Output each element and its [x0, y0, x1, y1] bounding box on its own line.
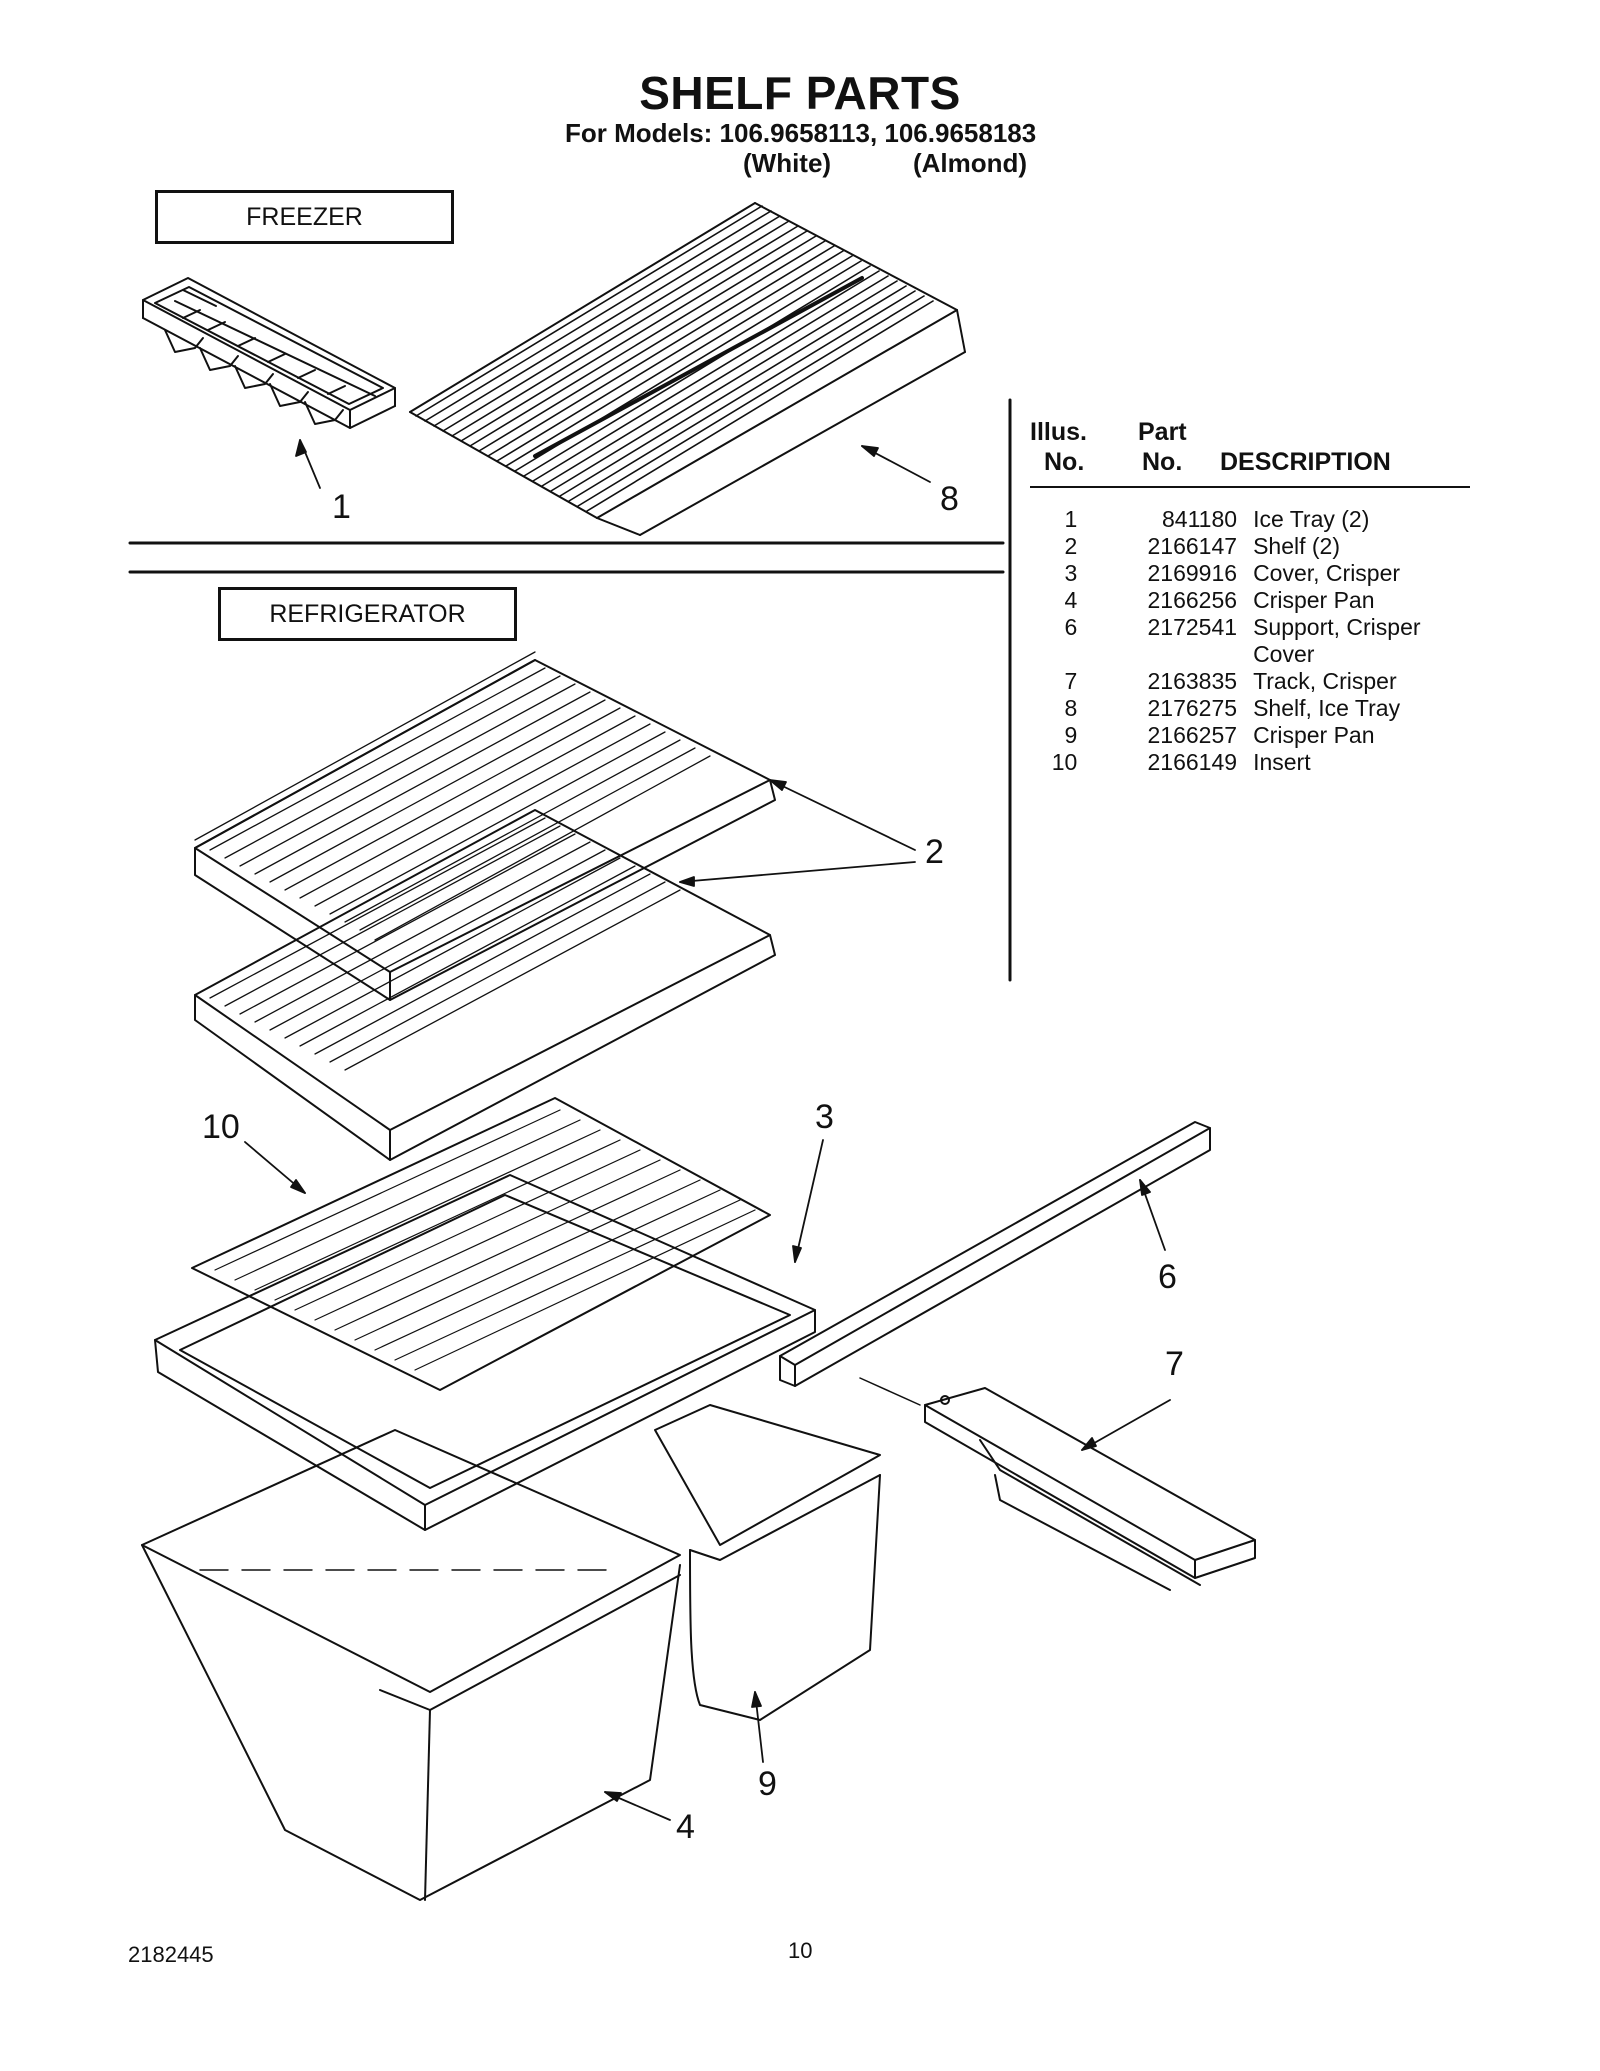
illus-no: 3 [1064, 560, 1078, 586]
part-no: 2169916 [1147, 560, 1238, 586]
description: Ice Tray (2) [1253, 506, 1370, 532]
part-no: 2172541 [1147, 614, 1238, 640]
table-row: 10 2166149 Insert [1030, 749, 1470, 776]
callout-8: 8 [940, 480, 959, 518]
table-row: 9 2166257 Crisper Pan [1030, 722, 1470, 749]
header-illus-top: Illus. [1030, 418, 1087, 446]
description: Insert [1253, 749, 1311, 775]
table-row: 4 2166256 Crisper Pan [1030, 587, 1470, 614]
crisper-insert-drawing [191, 1097, 771, 1391]
table-row: 8 2176275 Shelf, Ice Tray [1030, 695, 1470, 722]
crisper-cover-support-drawing [779, 1121, 1211, 1387]
illus-no: 9 [1064, 722, 1078, 748]
description: Crisper Pan [1253, 587, 1375, 613]
part-no: 2166149 [1147, 749, 1238, 775]
freezer-section-label: FREEZER [155, 190, 454, 244]
part-no: 2166257 [1147, 722, 1238, 748]
table-row: 3 2169916 Cover, Crisper [1030, 560, 1470, 587]
header-illus-bottom: No. [1044, 448, 1085, 476]
illus-no: 1 [1064, 506, 1078, 532]
description-continued: Cover [1253, 641, 1315, 667]
table-row: 7 2163835 Track, Crisper [1030, 668, 1470, 695]
crisper-pan-large-drawing [141, 1429, 681, 1901]
part-no: 2166256 [1147, 587, 1238, 613]
wire-ice-tray-shelf-drawing [409, 202, 966, 536]
description: Cover, Crisper [1253, 560, 1401, 586]
table-row: 6 2172541 Support, Crisper [1030, 614, 1470, 641]
table-row: 2 2166147 Shelf (2) [1030, 533, 1470, 560]
description: Shelf, Ice Tray [1253, 695, 1401, 721]
description: Track, Crisper [1253, 668, 1397, 694]
callout-7: 7 [1165, 1345, 1184, 1383]
illus-no: 7 [1064, 668, 1078, 694]
crisper-track-drawing [859, 1377, 1256, 1591]
header-part-top: Part [1138, 418, 1187, 446]
color-white-label: (White) [743, 148, 832, 178]
part-no: 841180 [1162, 506, 1238, 532]
part-no: 2163835 [1147, 668, 1238, 694]
page-title: SHELF PARTS [639, 67, 961, 119]
callout-3: 3 [815, 1098, 834, 1136]
description: Shelf (2) [1253, 533, 1340, 559]
ice-tray-drawing [142, 277, 396, 429]
callout-9: 9 [758, 1765, 777, 1803]
callout-2: 2 [925, 833, 944, 871]
parts-table: Illus. No. Part No. DESCRIPTION 1 841180… [1030, 418, 1470, 775]
models-line: For Models: 106.9658113, 106.9658183 [565, 118, 1037, 148]
illus-no: 6 [1064, 614, 1078, 640]
header-rule [1030, 486, 1470, 488]
lower-shelf-drawing [194, 809, 776, 1161]
crisper-pan-small-drawing [654, 1404, 881, 1721]
illus-no: 10 [1051, 749, 1078, 775]
refrigerator-section-label: REFRIGERATOR [218, 587, 517, 641]
table-row-continuation: Cover [1030, 641, 1470, 668]
parts-table-header: Illus. No. Part No. DESCRIPTION [1030, 418, 1470, 488]
upper-shelf-drawing [194, 651, 776, 1001]
illus-no: 2 [1064, 533, 1078, 559]
part-no: 2176275 [1147, 695, 1238, 721]
callout-6: 6 [1158, 1258, 1177, 1296]
illus-no: 8 [1064, 695, 1078, 721]
callout-10: 10 [202, 1108, 240, 1146]
header-description: DESCRIPTION [1220, 448, 1391, 476]
header-part-bottom: No. [1142, 448, 1183, 476]
color-almond-label: (Almond) [913, 148, 1028, 178]
part-no: 2166147 [1147, 533, 1238, 559]
parts-table-rows: 1 841180 Ice Tray (2) 2 2166147 Shelf (2… [1030, 506, 1470, 776]
table-row: 1 841180 Ice Tray (2) [1030, 506, 1470, 533]
description: Crisper Pan [1253, 722, 1375, 748]
crisper-cover-drawing [154, 1174, 816, 1531]
leader-arrows [244, 439, 1171, 1821]
document-number: 2182445 [128, 1942, 214, 1967]
description: Support, Crisper [1253, 614, 1421, 640]
callout-4: 4 [676, 1808, 695, 1846]
page-number: 10 [788, 1938, 813, 1963]
illus-no: 4 [1064, 587, 1078, 613]
callout-1: 1 [332, 488, 351, 526]
